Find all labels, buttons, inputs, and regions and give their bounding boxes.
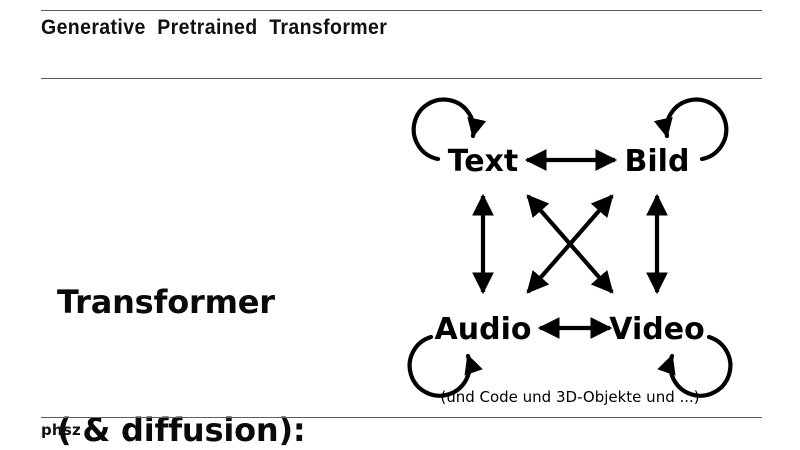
self-loop-audio xyxy=(407,334,483,398)
footer-rule xyxy=(41,417,762,418)
edge-bild-audio xyxy=(526,194,614,294)
self-loop-video xyxy=(657,334,733,398)
header-rule-bottom xyxy=(41,78,762,79)
body-line-2: ( & diffusion): xyxy=(57,410,306,449)
footer-brand: phsz xyxy=(41,421,81,439)
node-label-bild: Bild xyxy=(625,144,690,179)
modality-diagram: Text Bild Audio Video (und Code und 3D-O… xyxy=(380,88,780,418)
body-line-1: Transformer xyxy=(57,283,275,322)
node-label-video: Video xyxy=(609,312,704,347)
diagram-caption: (und Code und 3D-Objekte und ...) xyxy=(440,388,699,406)
header-rule-top xyxy=(41,10,762,11)
page-title: Generative Pretrained Transformer xyxy=(41,16,388,39)
body-text-block: Transformer ( & diffusion): xyxy=(57,196,306,450)
node-label-audio: Audio xyxy=(435,312,532,347)
node-label-text: Text xyxy=(448,144,519,179)
self-loop-bild xyxy=(653,97,729,162)
self-loop-text xyxy=(411,97,487,162)
